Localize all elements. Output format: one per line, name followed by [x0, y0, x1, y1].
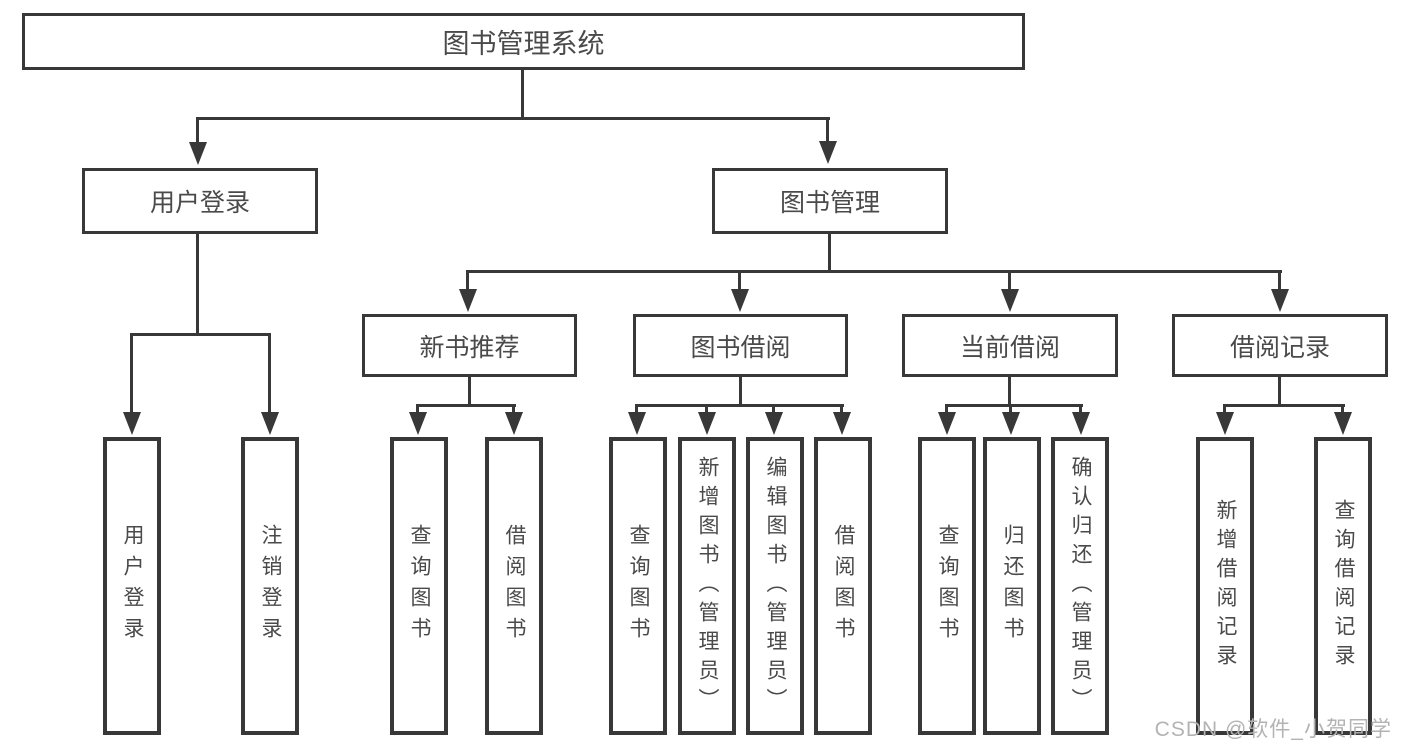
node-add-borrow-record: 新增借阅记录	[1196, 437, 1254, 735]
arrowhead-current-borrow	[1001, 289, 1019, 312]
node-book-management: 图书管理	[712, 168, 948, 234]
connector-drop-book-borrow	[738, 270, 741, 292]
arrowhead-add-book	[698, 412, 716, 435]
arrowhead-user-login	[189, 142, 207, 165]
arrowhead-confirm-return	[1072, 412, 1090, 435]
connector-drop-book-management	[826, 117, 829, 145]
connector-drop-new-book-recommend	[466, 270, 469, 292]
arrowhead-query-book-1	[409, 412, 427, 435]
arrowhead-borrow-book-1	[505, 412, 523, 435]
node-user-login: 用户登录	[82, 168, 318, 234]
node-query-borrow-record: 查询借阅记录	[1314, 437, 1372, 735]
connector-borrow-records-rail	[1223, 404, 1345, 407]
connector-drop-query-book-1	[416, 404, 419, 414]
csdn-watermark: CSDN @软件_小贺同学	[1154, 718, 1392, 741]
connector-borrow-records-stem	[1278, 375, 1281, 406]
connector-current-borrow-rail	[945, 404, 1083, 407]
connector-new-book-recommend-rail	[416, 404, 516, 407]
node-confirm-return-admin: 确认归还（管理员）	[1051, 437, 1109, 735]
node-borrow-book-leaf: 借阅图书	[814, 437, 872, 735]
node-return-book: 归还图书	[983, 437, 1041, 735]
node-borrow-records: 借阅记录	[1172, 314, 1388, 377]
connector-drop-query-book-2	[635, 404, 638, 414]
connector-book-management-stem	[828, 232, 831, 273]
connector-drop-add-book	[705, 404, 708, 414]
node-user-login-leaf: 用户登录	[103, 437, 161, 735]
connector-drop-add-borrow-record	[1223, 404, 1226, 414]
arrowhead-add-borrow-record	[1216, 412, 1234, 435]
node-borrow-book-recommend: 借阅图书	[485, 437, 543, 735]
connector-drop-borrow-book-2	[840, 404, 843, 414]
connector-book-borrow-rail	[635, 404, 844, 407]
arrowhead-logout-leaf	[261, 412, 279, 435]
arrowhead-return-book	[1002, 412, 1020, 435]
connector-drop-confirm-return	[1079, 404, 1082, 414]
connector-root-stem	[521, 68, 524, 119]
node-query-book-borrow: 查询图书	[609, 437, 667, 735]
connector-current-borrow-stem	[1008, 375, 1011, 406]
node-book-borrow: 图书借阅	[633, 314, 848, 377]
connector-drop-user-login	[196, 117, 199, 145]
arrowhead-borrow-records	[1271, 289, 1289, 312]
connector-drop-query-book-3	[945, 404, 948, 414]
connector-drop-return-book	[1009, 404, 1012, 414]
node-query-book-recommend: 查询图书	[390, 437, 448, 735]
arrowhead-login-leaf	[123, 412, 141, 435]
connector-drop-borrow-records	[1278, 270, 1281, 292]
node-add-book-admin: 新增图书（管理员）	[678, 437, 736, 735]
arrowhead-query-borrow-record	[1334, 412, 1352, 435]
node-current-borrow: 当前借阅	[902, 314, 1118, 377]
arrowhead-query-book-3	[938, 412, 956, 435]
node-edit-book-admin: 编辑图书（管理员）	[746, 437, 804, 735]
node-new-book-recommend: 新书推荐	[362, 314, 577, 377]
node-logout-leaf: 注销登录	[241, 437, 299, 735]
arrowhead-edit-book	[765, 412, 783, 435]
connector-drop-login-leaf	[130, 333, 133, 415]
connector-level1-rail	[197, 117, 830, 120]
connector-new-book-recommend-stem	[468, 375, 471, 406]
node-query-book-current: 查询图书	[918, 437, 976, 735]
connector-drop-borrow-book-1	[512, 404, 515, 414]
connector-drop-edit-book	[772, 404, 775, 414]
connector-drop-query-borrow-record	[1341, 404, 1344, 414]
connector-user-login-rail	[130, 333, 271, 336]
node-root-book-management-system: 图书管理系统	[22, 13, 1025, 70]
connector-drop-current-borrow	[1008, 270, 1011, 292]
arrowhead-book-borrow	[731, 289, 749, 312]
connector-drop-logout-leaf	[268, 333, 271, 415]
arrowhead-query-book-2	[628, 412, 646, 435]
connector-level2-rail	[466, 270, 1282, 273]
arrowhead-book-management	[819, 141, 837, 164]
connector-book-borrow-stem	[739, 375, 742, 406]
connector-user-login-stem	[196, 232, 199, 336]
arrowhead-borrow-book-2	[833, 412, 851, 435]
arrowhead-new-book-recommend	[459, 289, 477, 312]
